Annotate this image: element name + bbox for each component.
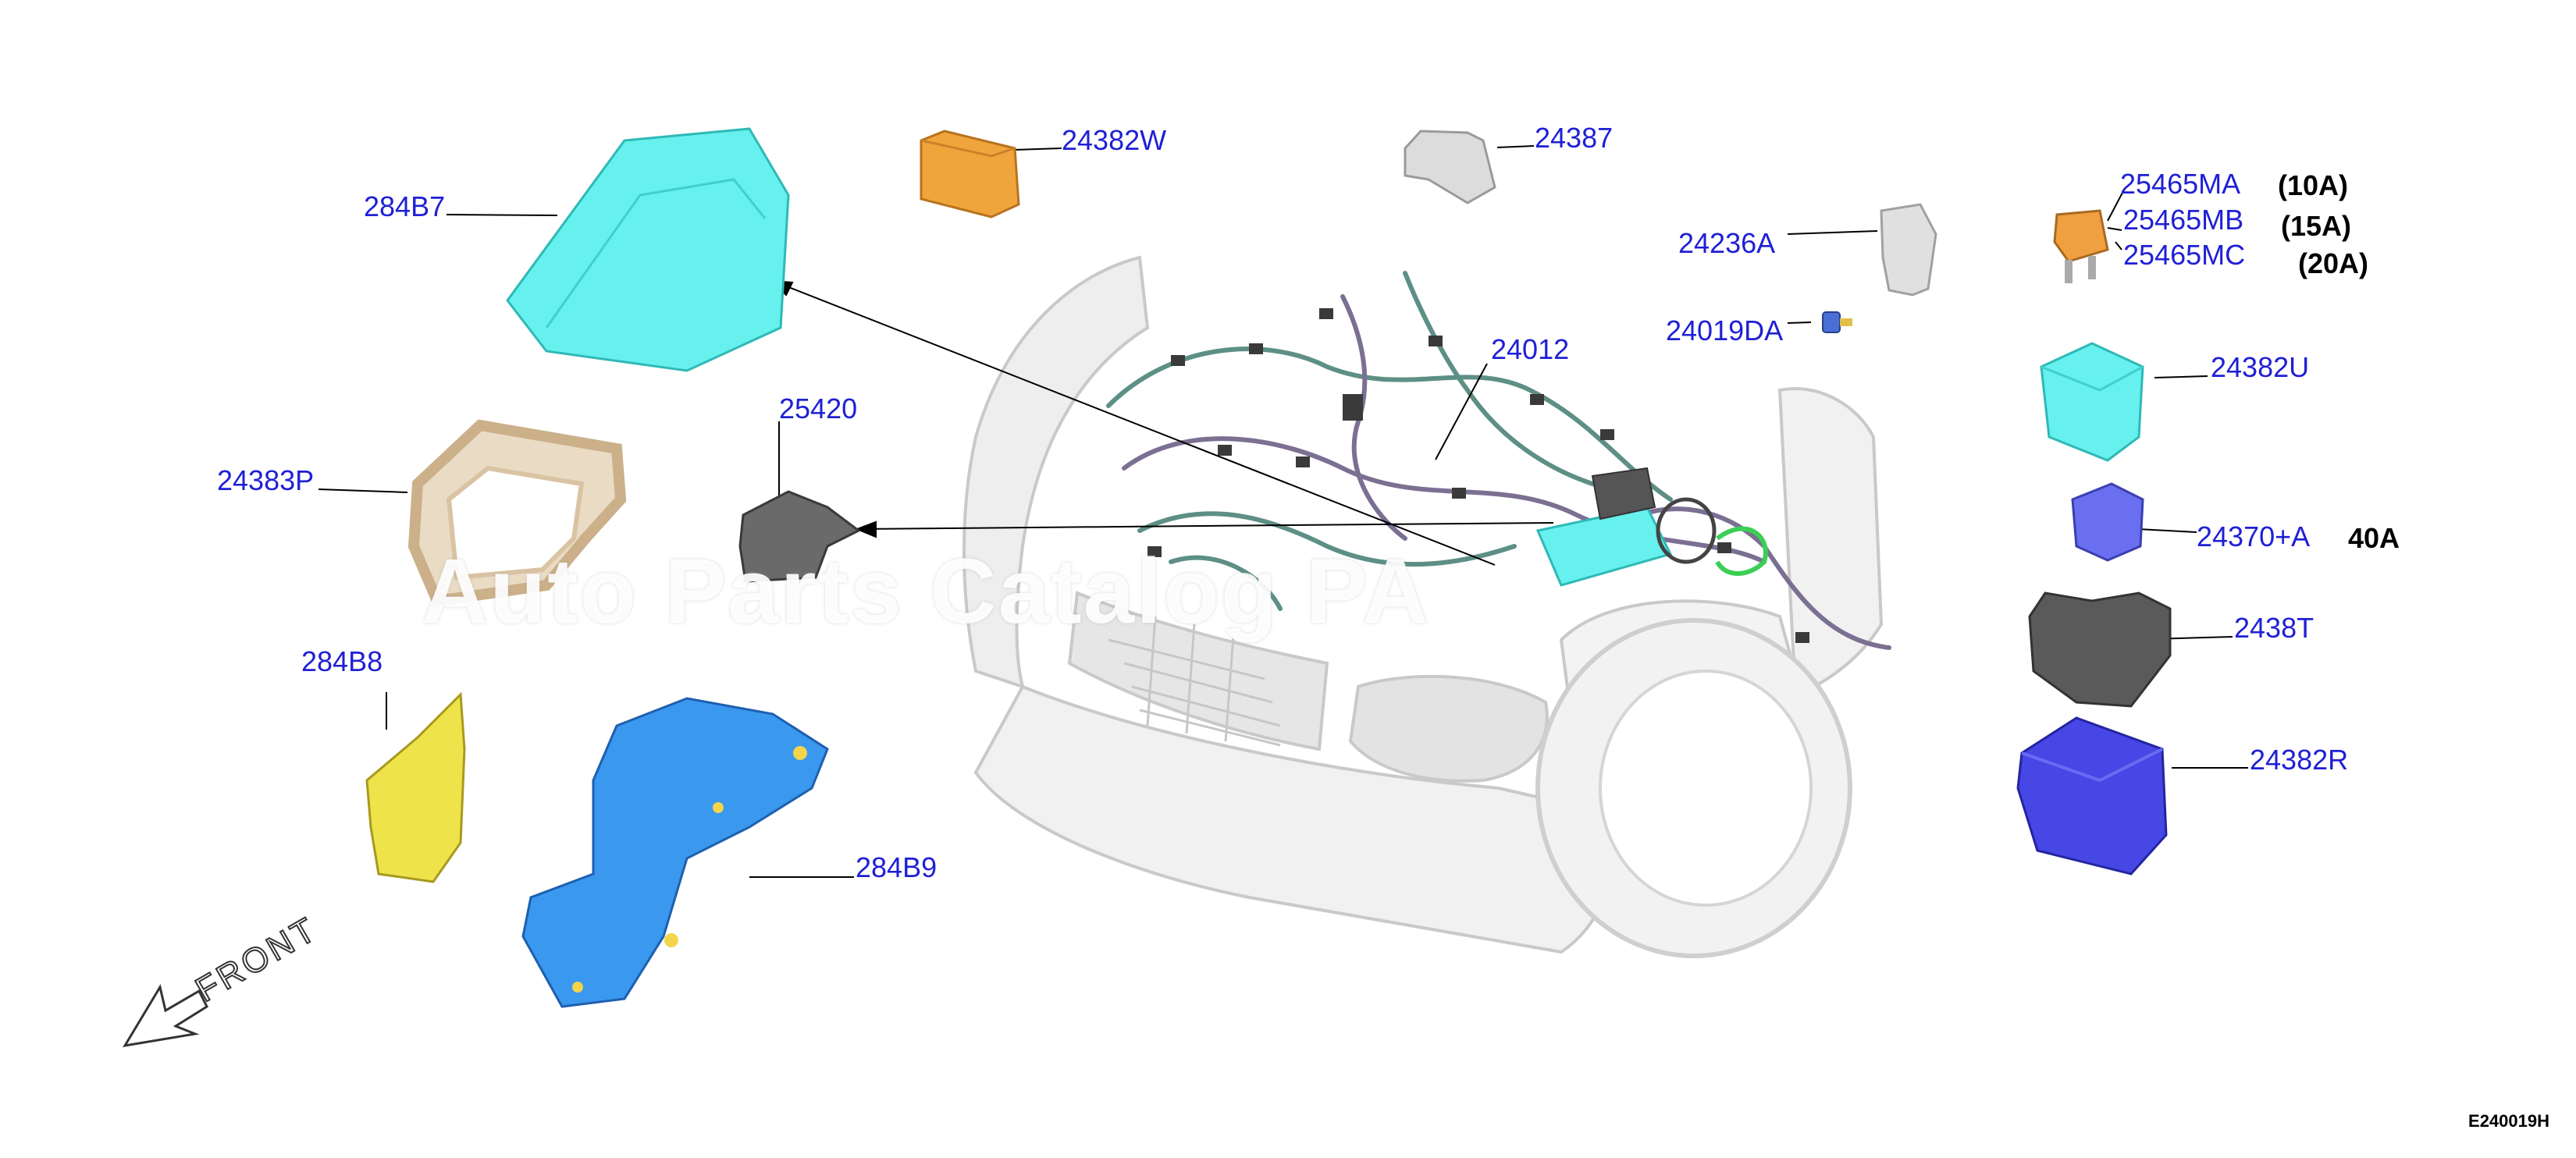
relay-24382w [920,130,1020,218]
bracket-2438t [2028,591,2172,708]
installation-arrows [770,279,1554,566]
callout-24382u[interactable]: 24382U [2211,351,2310,383]
front-wheel [1535,618,1852,958]
fuse-box-cover [506,127,790,372]
watermark: Auto Parts Catalog PA [422,540,1431,643]
callout-24382w[interactable]: 24382W [1062,124,1167,156]
harness-connectors [1147,308,1809,643]
cover-24382r [2016,716,2168,876]
sensor-24019da [1822,311,1852,333]
bracket-284b8 [365,691,466,883]
callout-24012[interactable]: 24012 [1491,333,1570,365]
frame-24383p [407,419,627,607]
callout-24383p[interactable]: 24383P [217,464,315,496]
rating-25465ma: (10A) [2278,169,2349,201]
callout-24370a[interactable]: 24370+A [2197,520,2311,552]
callout-284b9[interactable]: 284B9 [856,851,938,883]
relay-24382u [2040,342,2144,462]
callout-25465ma[interactable]: 25465MA [2120,168,2241,200]
leader-lines [318,145,2248,878]
grille [1108,616,1281,747]
rating-25465mb: (15A) [2281,210,2352,242]
callout-2438t[interactable]: 2438T [2234,612,2314,644]
diagram-reference-code: E240019H [2468,1111,2549,1131]
rating-24370a: 40A [2348,522,2400,554]
rating-25465mc: (20A) [2298,247,2369,279]
bracket-24387 [1404,130,1496,204]
holder-25420 [738,490,861,583]
callout-25465mb[interactable]: 25465MB [2123,204,2244,236]
bracket-284b9 [521,697,829,1008]
callout-284b7[interactable]: 284B7 [364,190,446,222]
front-arrow-icon [123,984,208,1048]
callout-24382r[interactable]: 24382R [2250,744,2349,776]
callout-24019da[interactable]: 24019DA [1666,314,1784,346]
front-label: FRONT [190,909,325,1009]
callout-284b8[interactable]: 284B8 [301,645,383,677]
relay-24370a [2071,482,2144,562]
callout-24387[interactable]: 24387 [1535,122,1614,154]
callout-24236a[interactable]: 24236A [1678,227,1776,259]
fuse-25465 [2053,209,2109,283]
callout-25420[interactable]: 25420 [779,393,858,424]
installed-fuse-box [1535,467,1768,587]
bracket-24236a [1880,203,1937,297]
callout-25465mc[interactable]: 25465MC [2123,239,2246,271]
